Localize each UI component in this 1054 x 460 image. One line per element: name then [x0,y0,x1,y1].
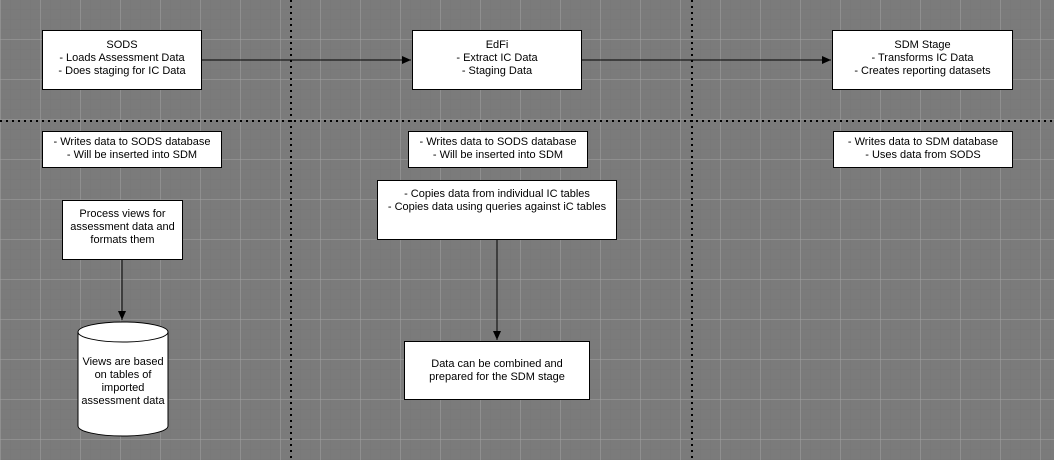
edfi-stage-line: - Extract IC Data [456,52,538,64]
combined-box: Data can be combined and prepared for th… [404,341,590,400]
sdm-notes-box: - Writes data to SDM database - Uses dat… [833,131,1013,168]
sods-stage-line: - Does staging for IC Data [58,65,186,77]
sdm-note-line: - Uses data from SODS [865,149,981,161]
combined-text: Data can be combined and prepared for th… [429,357,565,383]
copies-box: - Copies data from individual IC tables … [377,180,617,240]
sdm-stage-line: - Transforms IC Data [871,52,974,64]
edfi-stage-line: - Staging Data [461,65,533,77]
sods-stage-title: SODS [106,39,138,51]
sods-stage-line: - Loads Assessment Data [59,52,185,64]
sdm-stage-box: SDM Stage - Transforms IC Data - Creates… [832,30,1013,90]
sods-note-line: - Writes data to SODS database [53,136,211,148]
edfi-note-line: - Will be inserted into SDM [432,149,564,161]
edfi-stage-title: EdFi [485,39,509,51]
copies-line: - Copies data using queries against iC t… [387,201,607,213]
views-cylinder-label: Views are based on tables of imported as… [81,356,165,407]
copies-line: - Copies data from individual IC tables [404,188,590,200]
sods-notes-box: - Writes data to SODS database - Will be… [42,131,222,168]
sdm-note-line: - Writes data to SDM database [847,136,999,148]
edfi-stage-box: EdFi - Extract IC Data - Staging Data [412,30,582,90]
sdm-stage-line: - Creates reporting datasets [854,65,991,77]
process-views-box: Process views for assessment data and fo… [62,200,183,260]
sods-note-line: - Will be inserted into SDM [66,149,198,161]
sdm-stage-title: SDM Stage [894,39,951,51]
process-views-text: Process views for assessment data and fo… [70,208,175,246]
edfi-note-line: - Writes data to SODS database [419,136,577,148]
edfi-notes-box: - Writes data to SODS database - Will be… [408,131,588,168]
sods-stage-box: SODS - Loads Assessment Data - Does stag… [42,30,202,90]
views-cylinder [77,321,169,437]
